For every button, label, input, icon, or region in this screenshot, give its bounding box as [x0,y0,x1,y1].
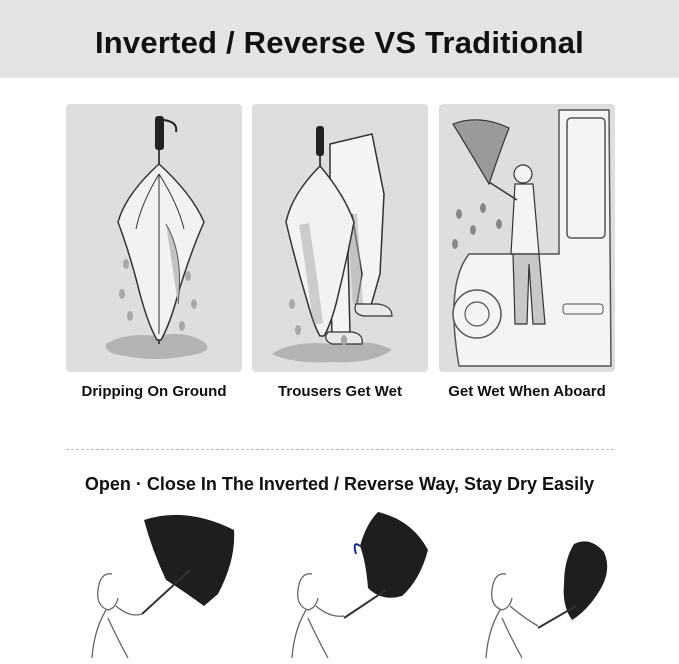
panel-caption-aboard: Get Wet When Aboard [448,383,606,400]
demo-subtitle: Open · Close In The Inverted / Reverse W… [84,474,595,494]
panel-caption-dripping: Dripping On Ground [81,383,227,400]
boarding-bus-illustration [439,104,615,372]
half-inverted-umbrella-figure [282,510,452,660]
open-umbrella-figure [86,510,246,660]
dripping-umbrella-illustration [66,104,242,372]
panel-caption-trousers: Trousers Get Wet [278,383,402,400]
title-banner: Inverted / Reverse VS Traditional [0,0,679,78]
page-title: Inverted / Reverse VS Traditional [94,25,584,60]
wet-trousers-illustration [252,104,428,372]
closed-inverted-umbrella-figure [480,510,630,660]
section-divider [66,449,614,450]
